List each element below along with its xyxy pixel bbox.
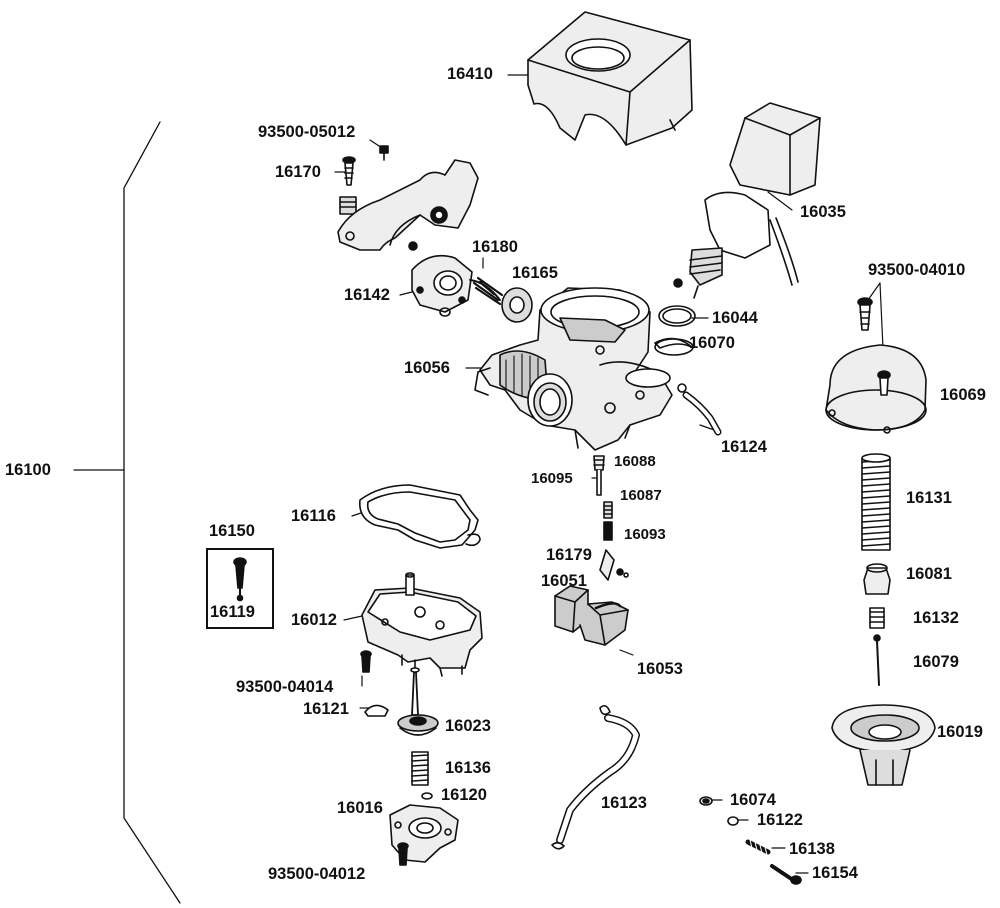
label-93500-04010: 93500-04010 xyxy=(868,261,966,279)
label-16095: 16095 xyxy=(531,470,573,487)
label-16120: 16120 xyxy=(441,786,487,804)
label-16016: 16016 xyxy=(337,799,383,817)
seal-group xyxy=(654,305,696,356)
boxed-screws xyxy=(233,557,247,602)
label-16142: 16142 xyxy=(344,286,390,304)
label-93500-04012: 93500-04012 xyxy=(268,865,366,883)
label-16124: 16124 xyxy=(721,438,767,456)
label-16121: 16121 xyxy=(303,700,349,718)
label-16138: 16138 xyxy=(789,840,835,858)
label-16081: 16081 xyxy=(906,565,952,583)
carburetor-body-16056 xyxy=(474,287,673,451)
label-16136: 16136 xyxy=(445,759,491,777)
assembly-bracket xyxy=(73,121,181,904)
vent-hose-16124 xyxy=(677,383,722,436)
drain-hose-16123 xyxy=(551,704,640,850)
jets-group xyxy=(593,455,629,581)
label-16100: 16100 xyxy=(5,461,51,479)
label-16165: 16165 xyxy=(512,264,558,282)
kit-box xyxy=(206,548,274,629)
label-16023: 16023 xyxy=(445,717,491,735)
label-16019: 16019 xyxy=(937,723,983,741)
label-16074: 16074 xyxy=(730,791,776,809)
label-16179: 16179 xyxy=(546,546,592,564)
label-16070: 16070 xyxy=(689,334,735,352)
label-93500-04014: 93500-04014 xyxy=(236,678,334,696)
top-cover-16410 xyxy=(527,11,693,146)
adjust-screws-group xyxy=(699,796,802,885)
label-16122: 16122 xyxy=(757,811,803,829)
label-16044: 16044 xyxy=(712,309,758,327)
label-16079: 16079 xyxy=(913,653,959,671)
vacuum-piston-group xyxy=(825,297,936,786)
label-16131: 16131 xyxy=(906,489,952,507)
accel-pump-group xyxy=(411,254,533,323)
label-16150: 16150 xyxy=(209,522,255,540)
gasket-16116 xyxy=(358,484,481,549)
label-16051: 16051 xyxy=(541,572,587,590)
label-16170: 16170 xyxy=(275,163,321,181)
label-16410: 16410 xyxy=(447,65,493,83)
choke-16035 xyxy=(673,102,821,299)
float-bowl-16012 xyxy=(361,572,483,677)
label-16053: 16053 xyxy=(637,660,683,678)
label-16132: 16132 xyxy=(913,609,959,627)
label-16087: 16087 xyxy=(620,487,662,504)
lower-cover-group xyxy=(389,751,459,866)
label-93500-05012: 93500-05012 xyxy=(258,123,356,141)
label-16088: 16088 xyxy=(614,453,656,470)
label-16093: 16093 xyxy=(624,526,666,543)
label-16119: 16119 xyxy=(210,603,255,621)
float-group xyxy=(554,585,629,646)
label-16154: 16154 xyxy=(812,864,858,882)
label-16123: 16123 xyxy=(601,794,647,812)
label-16056: 16056 xyxy=(404,359,450,377)
label-16012: 16012 xyxy=(291,611,337,629)
label-16069: 16069 xyxy=(940,386,986,404)
label-16035: 16035 xyxy=(800,203,846,221)
label-16116: 16116 xyxy=(291,507,336,525)
drain-group xyxy=(360,650,439,736)
throttle-bracket-group xyxy=(337,145,479,251)
label-16180: 16180 xyxy=(472,238,518,256)
